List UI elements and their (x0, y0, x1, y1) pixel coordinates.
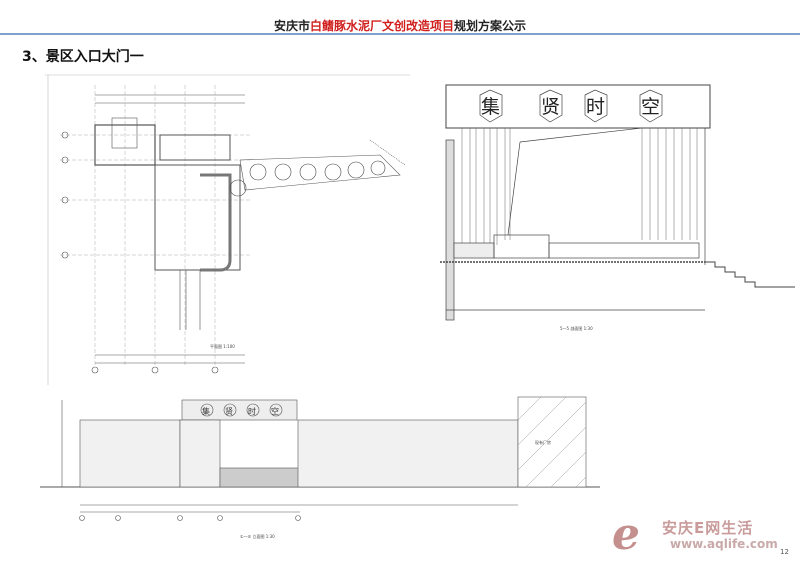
sign-char-3: 时 (586, 96, 605, 118)
existing-building-label: 现有厂房 (535, 439, 551, 445)
section-drawing: 集 贤 时 空 5—5 剖面图 1:30 (440, 84, 795, 331)
page-header-title: 安庆市白鳍豚水泥厂文创改造项目规划方案公示 (0, 17, 800, 34)
sign-char-4: 空 (641, 96, 660, 118)
elev-sign-char-4: 空 (271, 406, 279, 416)
title-prefix: 安庆市 (273, 19, 310, 33)
watermark-logo-e: e (612, 509, 640, 560)
watermark-brand: 安庆E网生活 (662, 519, 754, 537)
floor-plan-drawing: 平面图 1:100 (45, 74, 410, 385)
watermark-url: www.aqlife.com (670, 537, 778, 551)
plan-caption: 平面图 1:100 (210, 343, 235, 349)
section-heading: 3、景区入口大门一 (22, 49, 144, 65)
elevation-drawing: 集 贤 时 空 现有厂房 ①—⑤ 立面图 1:30 (40, 396, 600, 539)
elev-sign-char-1: 集 (202, 406, 210, 416)
elevation-caption: ①—⑤ 立面图 1:30 (240, 533, 275, 539)
sign-char-2: 贤 (541, 96, 560, 118)
elev-sign-char-3: 时 (248, 406, 256, 416)
header-divider (0, 33, 800, 35)
watermark: e 安庆E网生活 www.aqlife.com (612, 509, 792, 560)
page-number: 12 (780, 548, 789, 556)
title-suffix: 规划方案公示 (454, 19, 527, 33)
elev-sign-char-2: 贤 (225, 407, 233, 416)
sign-char-1: 集 (481, 96, 500, 118)
section-caption: 5—5 剖面图 1:30 (560, 325, 593, 331)
title-project-name: 白鳍豚水泥厂文创改造项目 (309, 19, 454, 33)
